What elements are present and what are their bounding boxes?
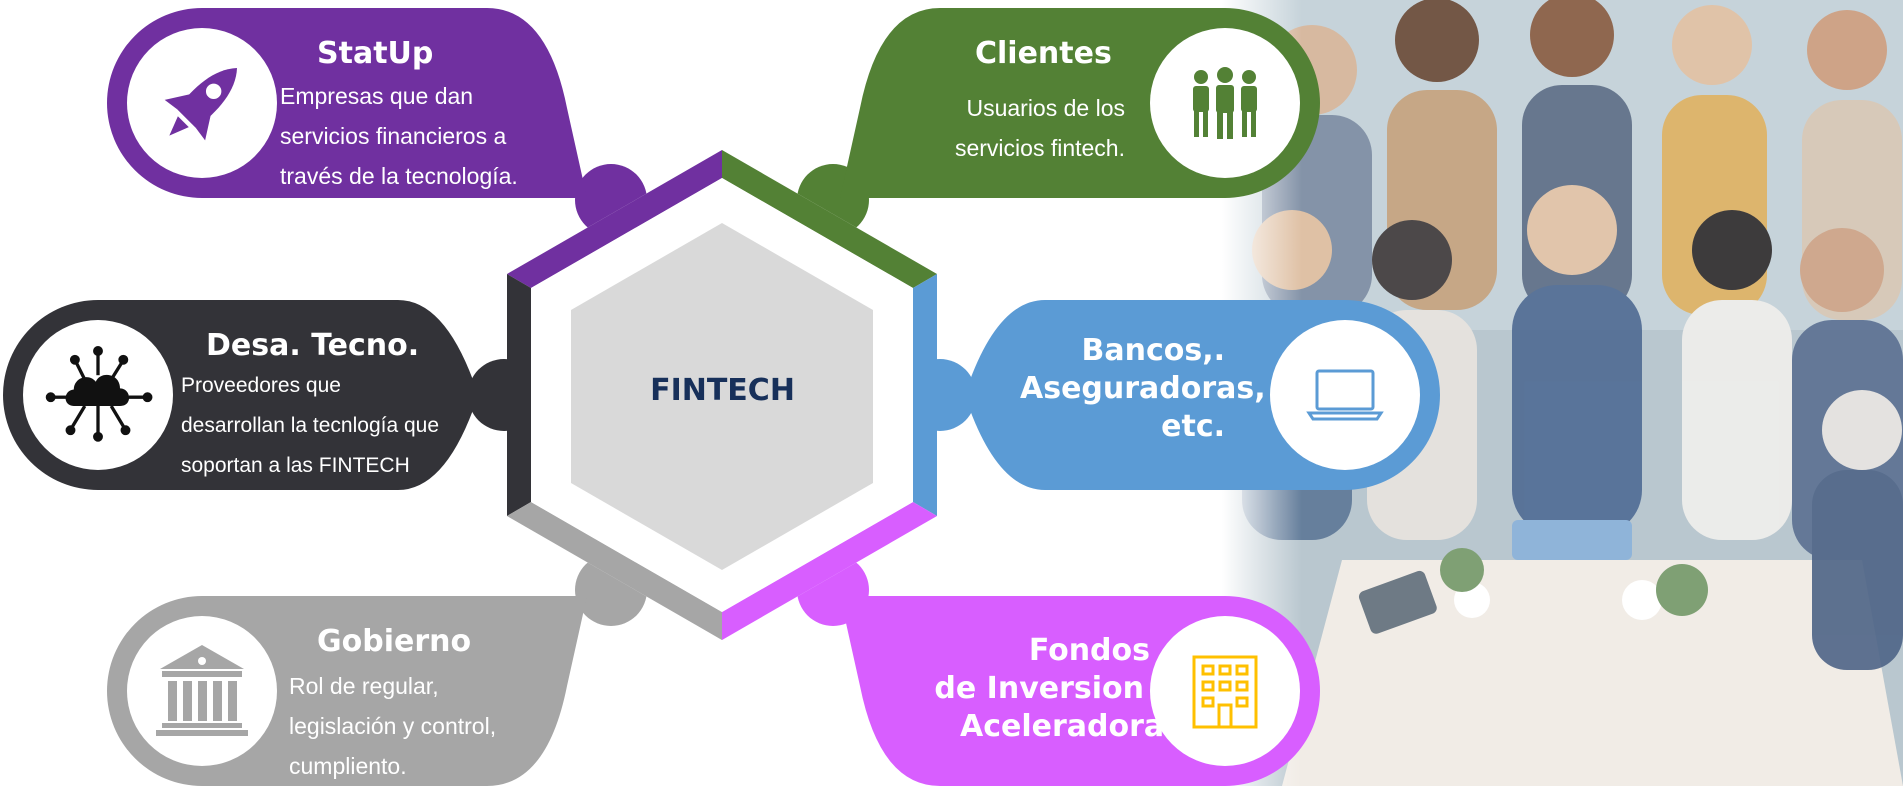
cloud-network-icon: [45, 346, 153, 442]
node-startup: StatUp Empresas que dan servicios financ…: [107, 8, 587, 198]
laptop-icon: [1306, 369, 1384, 421]
node-clientes: Clientes Usuarios de los servicios finte…: [840, 8, 1320, 198]
gobierno-icon-circle: [127, 616, 277, 766]
startup-description: Empresas que dan servicios financieros a…: [280, 83, 518, 189]
gobierno-description: Rol de regular, legislación y control, c…: [289, 673, 497, 779]
desarrollo-title: Desa. Tecno.: [206, 328, 420, 363]
rocket-icon: [164, 67, 238, 141]
desarrollo-description: Proveedores que desarrollan la tecnlogía…: [181, 374, 440, 477]
fondos-title: Fondos de Inversion y Aceleradoras: [934, 633, 1182, 744]
clientes-title: Clientes: [975, 36, 1112, 71]
office-building-icon: [1192, 655, 1258, 729]
node-fondos: Fondos de Inversion y Aceleradoras: [840, 596, 1320, 786]
node-bancos: Bancos,. Aseguradoras, etc.: [960, 300, 1440, 490]
group-icon: [1193, 67, 1257, 139]
clientes-icon-circle: [1150, 28, 1300, 178]
fondos-icon-circle: [1150, 616, 1300, 766]
government-building-icon: [156, 645, 248, 736]
node-desarrollo: Desa. Tecno. Proveedores que desarrollan…: [3, 300, 483, 490]
desarrollo-icon-circle: [23, 320, 173, 470]
team-meeting-illustration: [1222, 0, 1903, 786]
center-label: FINTECH: [650, 373, 795, 408]
bancos-icon-circle: [1270, 320, 1420, 470]
clientes-description: Usuarios de los servicios fintech.: [954, 95, 1125, 161]
gobierno-title: Gobierno: [317, 624, 472, 659]
startup-title: StatUp: [317, 36, 434, 71]
node-gobierno: Gobierno Rol de regular, legislación y c…: [107, 596, 587, 786]
startup-icon-circle: [127, 28, 277, 178]
bancos-title: Bancos,. Aseguradoras, etc.: [1020, 333, 1266, 444]
